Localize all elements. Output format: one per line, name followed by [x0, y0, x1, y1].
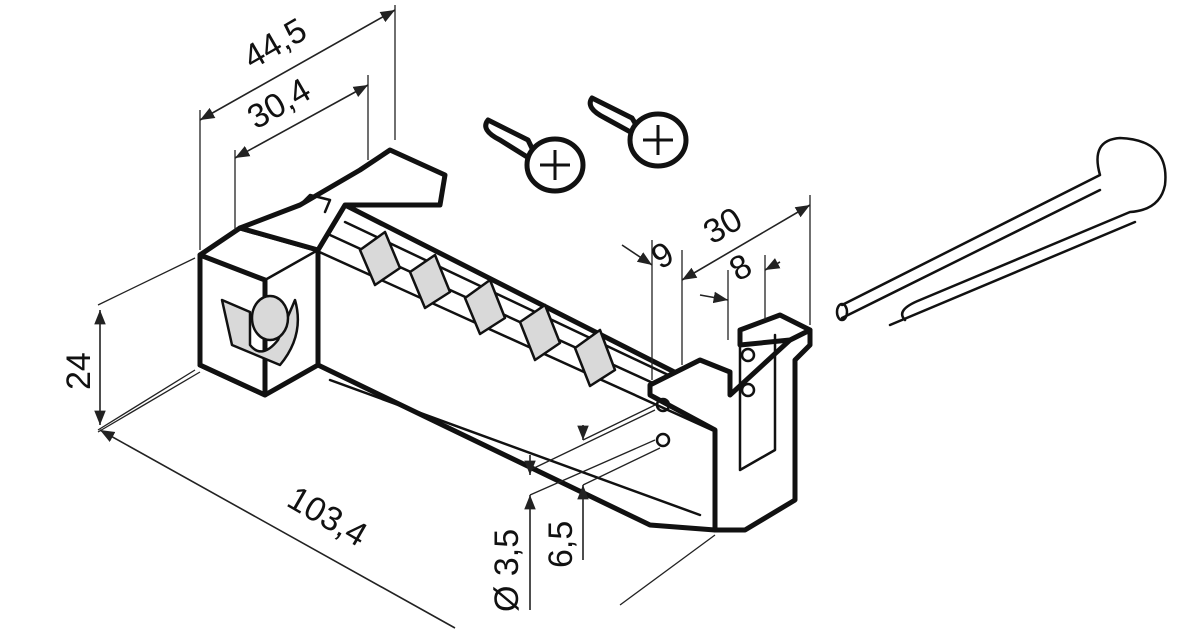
screw-right	[587, 95, 689, 169]
hole-lower-right	[740, 382, 756, 398]
dim-slot-spacing: 9	[645, 235, 680, 277]
bracket-part	[197, 147, 813, 533]
dim-overall-width: 44,5	[237, 11, 313, 77]
cotter-pin	[835, 136, 1167, 327]
hole-upper-right	[740, 347, 756, 363]
mount-slot	[220, 298, 300, 367]
ladder-rungs	[358, 230, 617, 388]
screw-left	[483, 117, 586, 194]
dimension-lines	[94, 5, 811, 629]
right-end-block	[647, 327, 813, 533]
dim-hole-diameter: Ø 3,5	[488, 529, 526, 612]
dim-length: 103,4	[281, 479, 374, 554]
dim-inner-width: 30,4	[241, 71, 317, 137]
dim-height: 24	[60, 352, 98, 390]
hole-upper-left	[655, 397, 671, 413]
dim-slot-width: 30	[697, 200, 749, 252]
hole-lower-left	[655, 432, 671, 448]
dim-hole-offset: 6,5	[542, 521, 580, 568]
